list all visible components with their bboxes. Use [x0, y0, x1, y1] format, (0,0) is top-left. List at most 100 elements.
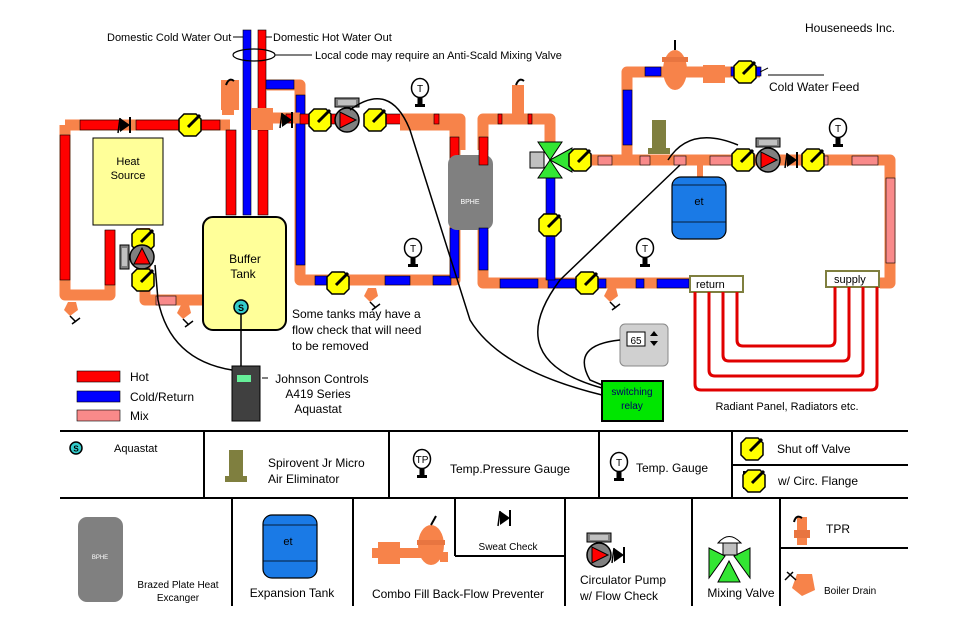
svg-text:T: T [616, 458, 622, 469]
legend-spirovent: Air Eliminator [268, 472, 339, 486]
bphe-exchanger [448, 155, 493, 230]
legend-bphe: Excanger [157, 593, 200, 604]
flow-check-note: to be removed [292, 339, 369, 353]
boiler-drain-icon [176, 304, 194, 328]
legend-hot: Hot [130, 370, 149, 384]
cold-water-feed-label: Cold Water Feed [769, 80, 859, 94]
legend-sweat-check: Sweat Check [479, 542, 539, 553]
spirovent-icon [225, 450, 247, 482]
thermostat-value: 65 [630, 336, 642, 347]
company-name: Houseneeds Inc. [805, 21, 895, 35]
heat-source [92, 137, 164, 226]
sweat-check-icon [497, 509, 511, 527]
shutoff-valve-icon [130, 267, 156, 293]
supply-label: supply [834, 274, 866, 286]
shutoff-valve-icon [362, 107, 388, 133]
expansion-tank-icon [262, 514, 318, 579]
johnson-label: Johnson Controls [275, 372, 368, 386]
legend-bphe: Brazed Plate Heat [137, 580, 218, 591]
relay-label: switching [611, 387, 652, 398]
shutoff-valve-icon [537, 212, 563, 238]
return-manifold [689, 275, 744, 293]
svg-text:S: S [73, 445, 79, 454]
spirovent-icon [648, 120, 670, 154]
relay-label: relay [621, 401, 643, 412]
sweat-check-icon [784, 151, 798, 169]
legend-shutoff: Shut off Valve [777, 442, 851, 456]
heat-source-label: Heat [116, 156, 139, 168]
shutoff-valve-icon [800, 147, 826, 173]
a419-controller [231, 365, 261, 422]
aquastat-icon [69, 441, 83, 455]
legend-circ-pump: w/ Flow Check [579, 589, 659, 603]
legend-combo-fill: Combo Fill Back-Flow Preventer [372, 587, 544, 601]
supply-manifold [825, 270, 880, 288]
tpr-icon [793, 515, 810, 545]
shutoff-valve-icon [739, 436, 765, 462]
expansion-tank [671, 176, 727, 240]
anti-scald-note: Local code may require an Anti-Scald Mix… [315, 50, 562, 62]
domestic-hot-label: Domestic Hot Water Out [273, 32, 392, 44]
legend-tp-gauge: Temp.Pressure Gauge [450, 462, 570, 476]
legend-mixing-valve: Mixing Valve [707, 586, 774, 600]
mixing-valve-icon [708, 536, 751, 583]
buffer-tank [202, 216, 287, 331]
circulator-pump-icon [334, 97, 360, 133]
shutoff-valve-icon [574, 270, 600, 296]
shutoff-valve-icon [732, 59, 758, 85]
legend-mix: Mix [130, 409, 149, 423]
legend-aquastat: Aquastat [114, 443, 157, 455]
legend-spirovent: Spirovent Jr Micro [268, 456, 365, 470]
tpr-valve-icon [222, 78, 235, 115]
piping: T T T [59, 29, 896, 392]
mixing-valve-icon [529, 141, 573, 179]
pipe-hot [59, 134, 71, 281]
return-label: return [696, 279, 725, 291]
legend-temp-gauge: Temp. Gauge [636, 461, 708, 475]
combo-fill-icon [662, 40, 725, 90]
circulator-pump-icon [586, 532, 612, 568]
legend-boiler-drain: Boiler Drain [824, 586, 876, 597]
boiler-drain-icon [63, 301, 81, 325]
svg-text:TP: TP [416, 455, 429, 466]
gauge-t-label: T [835, 124, 841, 135]
buffer-tank-label: Tank [230, 267, 256, 281]
legend-tpr: TPR [826, 522, 850, 536]
heat-source-label: Source [111, 170, 146, 182]
legend-cold: Cold/Return [130, 390, 194, 404]
boiler-drain-icon [603, 287, 621, 311]
svg-text:BPHE: BPHE [92, 555, 108, 561]
flow-check-note: flow check that will need [292, 323, 421, 337]
circ-flange-valve-icon [741, 468, 767, 494]
legend-circ-pump: Circulator Pump [580, 573, 666, 587]
radiant-label: Radiant Panel, Radiators etc. [715, 401, 858, 413]
johnson-label: A419 Series [285, 387, 350, 401]
tpr-valve-icon [512, 78, 525, 115]
bphe-icon [78, 517, 123, 602]
pipe-hot [104, 229, 116, 286]
combo-fill-icon [372, 515, 448, 565]
et-label: et [694, 196, 703, 208]
aquastat-s: S [238, 303, 244, 313]
radiant-loops [693, 287, 879, 392]
bphe-label: BPHE [460, 199, 479, 206]
circulator-pump-icon [119, 244, 155, 270]
domestic-cold-label: Domestic Cold Water Out [107, 32, 231, 44]
shutoff-valve-icon [307, 107, 333, 133]
johnson-label: Aquastat [294, 402, 342, 416]
legend-expansion-tank: Expansion Tank [250, 586, 336, 600]
circulator-pump-icon [755, 137, 781, 173]
shutoff-valve-icon [325, 270, 351, 296]
gauge-t-label: T [417, 84, 423, 95]
shutoff-valve-icon [567, 147, 593, 173]
shutoff-valve-icon [177, 112, 203, 138]
color-legend: Hot Cold/Return Mix [76, 370, 194, 423]
legend-grid [60, 430, 908, 606]
gauge-t-label: T [642, 244, 648, 255]
shutoff-valve-icon [730, 147, 756, 173]
buffer-tank-label: Buffer [229, 252, 261, 266]
svg-text:et: et [283, 536, 292, 548]
switching-relay [601, 380, 664, 422]
boiler-drain-icon [784, 571, 815, 596]
